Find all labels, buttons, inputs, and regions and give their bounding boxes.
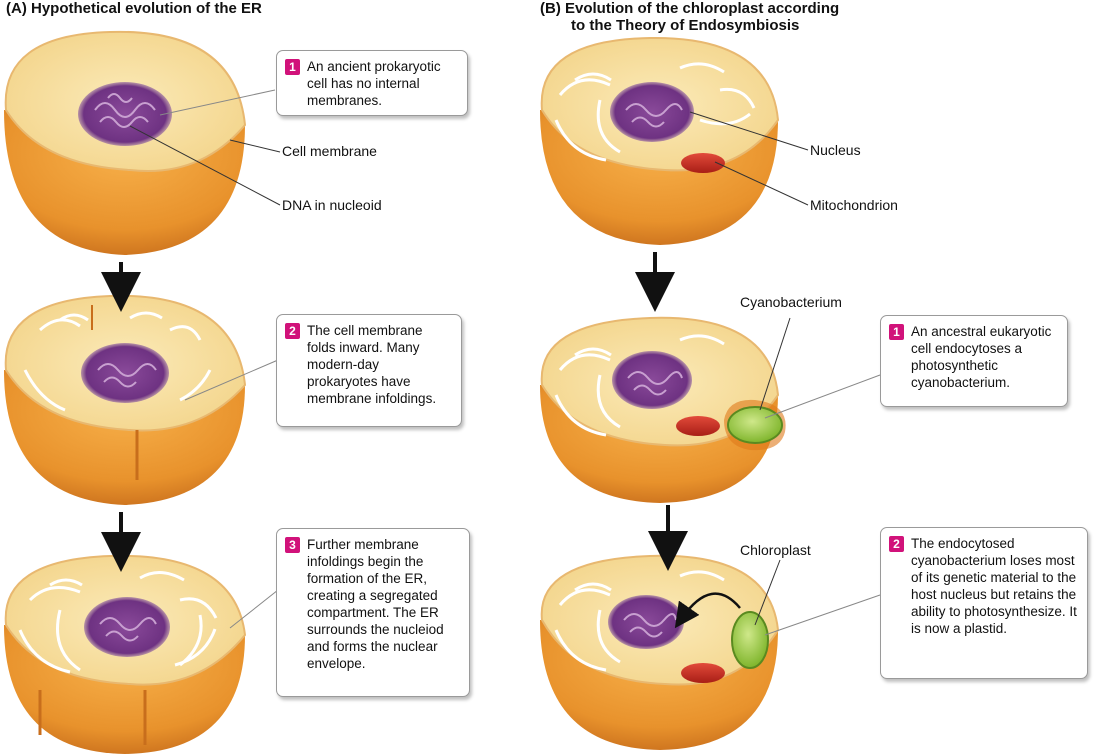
label-cyanobacterium: Cyanobacterium xyxy=(740,294,842,310)
callout-text: The endocytosed cyanobacterium loses mos… xyxy=(911,536,1077,636)
panel-b-title-line2: to the Theory of Endosymbiosis xyxy=(571,17,800,34)
callout-a-step1: 1 An ancient prokaryotic cell has no int… xyxy=(276,50,468,116)
nucleus-b1 xyxy=(610,82,694,142)
panel-a-title-text: (A) Hypothetical evolution of the ER xyxy=(6,0,262,17)
cell-a3 xyxy=(4,554,247,754)
step-badge: 3 xyxy=(285,537,300,553)
nucleoid-a2 xyxy=(81,343,169,403)
callout-a-step3: 3 Further membrane infoldings begin the … xyxy=(276,528,470,697)
cell-b3 xyxy=(540,554,780,750)
label-chloroplast: Chloroplast xyxy=(740,542,811,558)
mitochondrion-b3 xyxy=(681,663,725,683)
callout-b-step2: 2 The endocytosed cyanobacterium loses m… xyxy=(880,527,1088,679)
callout-text: Further membrane infoldings begin the fo… xyxy=(307,537,444,671)
callout-text: An ancient prokaryotic cell has no inter… xyxy=(307,59,441,108)
gene-transfer-arrow xyxy=(674,592,741,629)
cell-b1 xyxy=(540,36,780,245)
cell-a2 xyxy=(4,294,247,505)
mitochondrion-b1 xyxy=(681,153,725,173)
panel-b-title-line1: (B) Evolution of the chloroplast accordi… xyxy=(540,0,840,17)
callout-text: The cell membrane folds inward. Many mod… xyxy=(307,323,437,406)
nucleoid-a3 xyxy=(84,597,170,657)
panel-b-title: (B) Evolution of the chloroplast accordi… xyxy=(540,0,839,34)
label-mitochondrion: Mitochondrion xyxy=(810,197,898,213)
callout-a-step2: 2 The cell membrane folds inward. Many m… xyxy=(276,314,462,427)
step-badge: 2 xyxy=(285,323,300,339)
callout-b-step1: 1 An ancestral eukaryotic cell endocytos… xyxy=(880,315,1068,407)
step-badge: 1 xyxy=(889,324,904,340)
panel-a-title: (A) Hypothetical evolution of the ER xyxy=(6,0,262,17)
mitochondrion-b2 xyxy=(676,416,720,436)
chloroplast-b3 xyxy=(731,611,769,669)
callout-text: An ancestral eukaryotic cell endocytoses… xyxy=(911,324,1052,390)
label-nucleus: Nucleus xyxy=(810,142,861,158)
step-badge: 2 xyxy=(889,536,904,552)
nucleus-b2 xyxy=(612,351,692,409)
label-dna-nucleoid: DNA in nucleoid xyxy=(282,197,382,213)
cell-b2 xyxy=(540,316,786,503)
nucleoid-a1 xyxy=(78,82,172,146)
step-badge: 1 xyxy=(285,59,300,75)
label-cell-membrane: Cell membrane xyxy=(282,143,377,159)
cell-a1 xyxy=(4,30,247,255)
cyanobacterium-b2 xyxy=(727,406,783,444)
